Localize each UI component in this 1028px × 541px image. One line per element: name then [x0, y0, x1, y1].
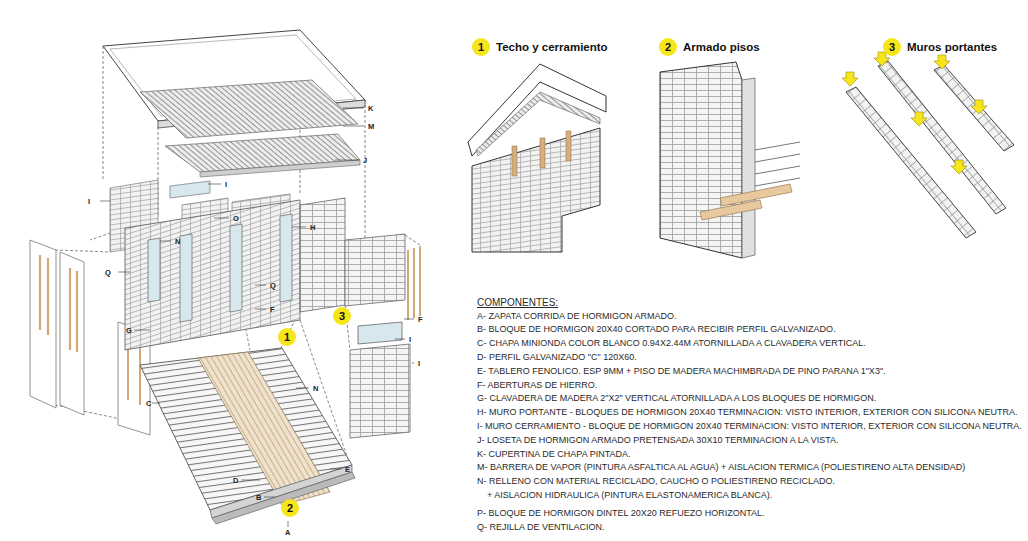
- callout-number: 1: [278, 328, 296, 346]
- component-line: H- MURO PORTANTE - BLOQUES DE HORMIGON 2…: [477, 407, 1017, 418]
- component-line: E- TABLERO FENOLICO. ESP 9MM + PISO DE M…: [477, 366, 886, 377]
- component-line: C- CHAPA MINIONDA COLOR BLANCO 0.94X2.44…: [477, 338, 866, 349]
- part-letter: I: [88, 197, 90, 206]
- callout-number: 3: [333, 307, 351, 325]
- detail-title: Muros portantes: [907, 39, 997, 55]
- part-letter: O: [233, 214, 239, 223]
- detail-title: Techo y cerramiento: [496, 39, 608, 55]
- part-letter: G: [126, 326, 132, 335]
- part-letter: K: [368, 104, 373, 113]
- callout-number: 2: [659, 38, 677, 56]
- part-letter: C: [146, 399, 151, 408]
- part-letter: F: [270, 305, 275, 314]
- component-line: N- RELLENO CON MATERIAL RECICLADO, CAUCH…: [477, 476, 835, 487]
- callout-number: 3: [333, 307, 351, 325]
- component-line: G- CLAVADERA DE MADERA 2"X2" VERTICAL AT…: [477, 393, 876, 404]
- part-letter: I: [418, 359, 420, 368]
- component-line: J- LOSETA DE HORMIGON ARMADO PRETENSADA …: [477, 435, 839, 446]
- part-letter: N: [175, 237, 180, 246]
- component-line: + AISLACION HIDRAULICA (PINTURA ELASTONA…: [487, 490, 772, 501]
- part-letter: A: [285, 528, 290, 537]
- part-letter: B: [256, 493, 261, 502]
- part-letter: J: [363, 156, 367, 165]
- part-letter: M: [368, 122, 374, 131]
- detail-callout: 3Muros portantes: [883, 38, 901, 56]
- callout-number: 3: [883, 38, 901, 56]
- part-letter: Q: [105, 268, 111, 277]
- part-letter: H: [310, 223, 315, 232]
- part-letter: I: [409, 335, 411, 344]
- component-line: K- CUPERTINA DE CHAPA PINTADA.: [477, 449, 631, 460]
- component-line: Q- REJILLA DE VENTILACION.: [477, 522, 605, 533]
- detail-callout: 2Armado pisos: [659, 38, 677, 56]
- component-line: I- MURO CERRAMIENTO - BLOQUE DE HORMIGON…: [477, 421, 1022, 432]
- component-line: B- BLOQUE DE HORMIGON 20X40 CORTADO PARA…: [477, 324, 835, 335]
- component-line: M- BARRERA DE VAPOR (PINTURA ASFALTICA A…: [477, 462, 965, 473]
- part-letter: N: [313, 384, 318, 393]
- component-line: D- PERFIL GALVANIZADO "C" 120X60.: [477, 352, 637, 363]
- component-line: P- BLOQUE DE HORMIGON DINTEL 20X20 REFUE…: [477, 508, 765, 519]
- component-line: F- ABERTURAS DE HIERRO.: [477, 380, 597, 391]
- callout-number: 1: [472, 38, 490, 56]
- part-letter: F: [418, 315, 423, 324]
- part-letter: D: [233, 476, 238, 485]
- detail-callout: 1Techo y cerramiento: [472, 38, 490, 56]
- callout-number: 2: [281, 499, 299, 517]
- part-letter: E: [345, 465, 350, 474]
- callout-number: 2: [281, 499, 299, 517]
- detail-title: Armado pisos: [683, 39, 760, 55]
- part-letter: I: [225, 180, 227, 189]
- part-letter: Q: [270, 281, 276, 290]
- component-line: A- ZAPATA CORRIDA DE HORMIGON ARMADO.: [477, 311, 677, 322]
- callout-number: 1: [278, 328, 296, 346]
- list-heading: COMPONENTES:: [477, 297, 558, 309]
